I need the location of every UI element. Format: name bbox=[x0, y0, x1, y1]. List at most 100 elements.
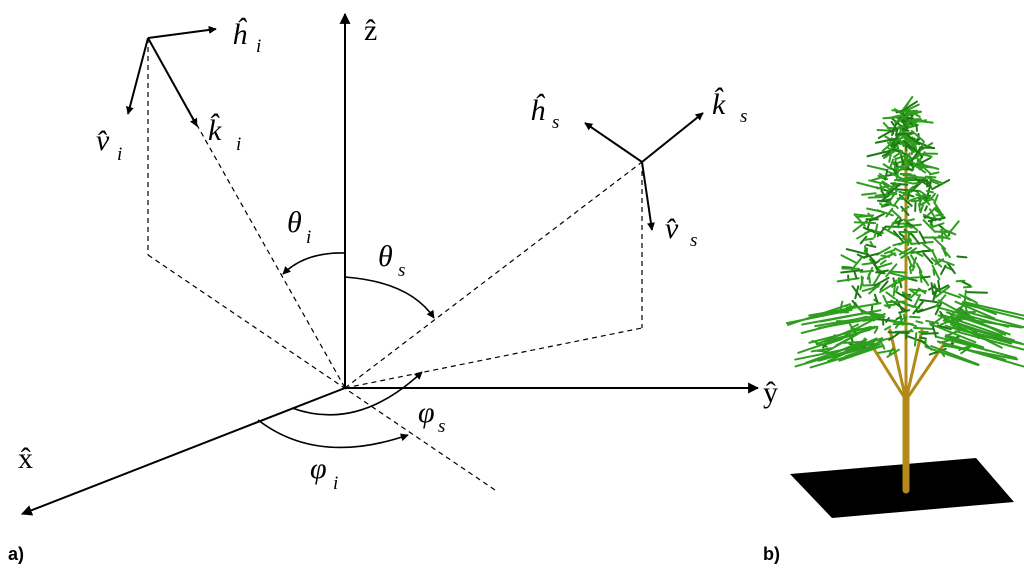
phi-i-subscript: i bbox=[333, 473, 338, 494]
needle bbox=[895, 205, 898, 208]
needle bbox=[877, 186, 888, 188]
h-i-label: ĥ bbox=[232, 18, 248, 51]
needle bbox=[842, 255, 856, 262]
needle bbox=[885, 170, 887, 180]
needle bbox=[899, 310, 909, 312]
h-i-vector bbox=[148, 29, 216, 38]
k-s-vector bbox=[642, 113, 703, 162]
needle bbox=[862, 276, 863, 285]
needle bbox=[869, 274, 870, 283]
theta-i-label: θ bbox=[287, 206, 302, 239]
theta-i-arc bbox=[283, 253, 345, 274]
k-s-label: k̂ bbox=[712, 87, 726, 121]
phi-s-label: φ bbox=[418, 396, 435, 429]
needle bbox=[855, 222, 875, 223]
needle bbox=[964, 287, 971, 288]
z-axis-label: ẑ bbox=[364, 14, 377, 47]
h-s-label: ĥ bbox=[530, 94, 546, 127]
needle bbox=[868, 166, 887, 170]
needle bbox=[933, 270, 934, 275]
ground-plane bbox=[790, 458, 1014, 518]
needle bbox=[896, 133, 913, 134]
scatter-ground-projection bbox=[345, 328, 642, 388]
needle bbox=[935, 195, 938, 202]
x-axis-label: x̂ bbox=[18, 442, 33, 475]
v-i-subscript: i bbox=[117, 144, 122, 165]
needle bbox=[881, 261, 886, 264]
needle bbox=[863, 287, 879, 291]
needle bbox=[864, 239, 873, 240]
needle bbox=[899, 277, 919, 278]
needle bbox=[861, 271, 873, 272]
incident-vector-set bbox=[128, 29, 216, 126]
k-i-label: k̂ bbox=[208, 113, 222, 147]
h-s-vector bbox=[585, 123, 642, 162]
needle bbox=[914, 328, 934, 329]
k-i-subscript: i bbox=[236, 134, 241, 155]
needle bbox=[932, 194, 935, 198]
needle bbox=[920, 337, 926, 338]
needle bbox=[865, 246, 866, 253]
v-s-subscript: s bbox=[690, 230, 697, 251]
k-s-subscript: s bbox=[740, 106, 747, 127]
needle bbox=[908, 257, 911, 266]
needle bbox=[894, 285, 895, 295]
needle bbox=[933, 237, 945, 249]
needle bbox=[896, 287, 898, 292]
tree-illustration bbox=[787, 97, 1024, 518]
phi-i-arc bbox=[258, 420, 408, 447]
needle bbox=[931, 283, 933, 294]
needle bbox=[950, 221, 959, 232]
needle bbox=[869, 197, 884, 198]
needle bbox=[863, 263, 873, 264]
k-i-vector bbox=[148, 38, 197, 126]
h-s-subscript: s bbox=[552, 112, 559, 133]
needle bbox=[915, 333, 916, 346]
scattered-vector-set bbox=[585, 113, 703, 230]
needle bbox=[967, 292, 987, 293]
needle bbox=[920, 147, 934, 148]
needle bbox=[908, 323, 916, 326]
needle bbox=[922, 333, 938, 334]
needle bbox=[866, 245, 875, 247]
needle bbox=[926, 177, 936, 178]
y-axis-label: ŷ bbox=[763, 376, 778, 409]
needle bbox=[857, 183, 878, 189]
projection-lines bbox=[148, 38, 642, 490]
needle bbox=[922, 277, 929, 278]
theta-s-arc bbox=[345, 277, 434, 318]
needle bbox=[925, 206, 927, 210]
needle bbox=[840, 302, 842, 310]
needle bbox=[876, 272, 885, 273]
x-axis bbox=[22, 388, 345, 514]
theta-s-subscript: s bbox=[398, 260, 405, 281]
needle bbox=[862, 193, 876, 195]
needle bbox=[916, 321, 922, 323]
v-i-label: v̂ bbox=[96, 124, 110, 157]
needle bbox=[854, 271, 856, 279]
h-i-subscript: i bbox=[256, 36, 261, 57]
panel-b-label: b) bbox=[763, 544, 780, 564]
theta-i-subscript: i bbox=[306, 227, 311, 248]
needle bbox=[852, 257, 862, 269]
needle bbox=[912, 234, 920, 244]
needle bbox=[911, 242, 933, 244]
needle bbox=[847, 249, 866, 254]
scatter-direction-line bbox=[345, 162, 642, 388]
needle bbox=[957, 256, 966, 257]
needle bbox=[910, 267, 911, 273]
needle bbox=[881, 256, 889, 257]
panel-a-label: a) bbox=[8, 544, 24, 564]
v-s-vector bbox=[642, 162, 652, 230]
needle bbox=[936, 215, 943, 216]
needle bbox=[900, 234, 904, 237]
phi-s-arc bbox=[292, 372, 422, 415]
v-i-vector bbox=[128, 38, 148, 114]
needle bbox=[898, 198, 905, 199]
needle bbox=[910, 317, 920, 318]
needle bbox=[875, 328, 878, 333]
needle bbox=[912, 201, 921, 202]
v-s-label: v̂ bbox=[665, 212, 679, 245]
needle bbox=[889, 332, 909, 333]
theta-s-label: θ bbox=[378, 240, 393, 273]
